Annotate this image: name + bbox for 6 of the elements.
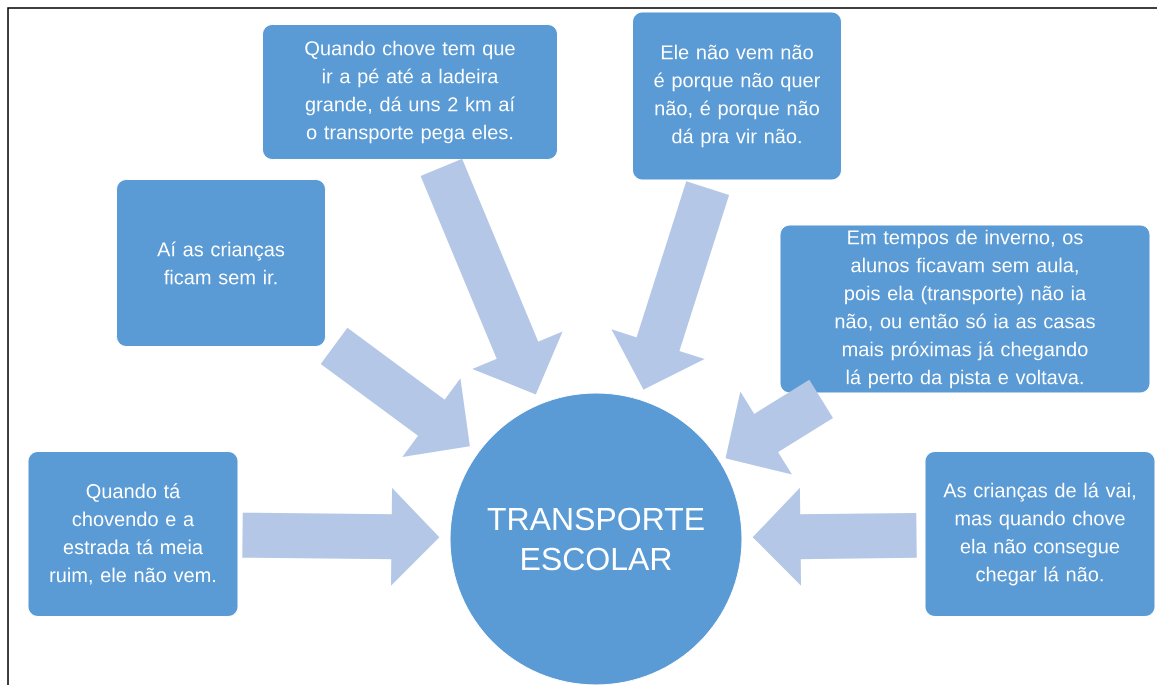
text-box: As crianças de lá vai, mas quando chove ela não consegue chegar lá não. — [924, 451, 1156, 617]
text-box: Aí as crianças ficam sem ir. — [116, 179, 326, 347]
text-box: Quando tá chovendo e a estrada tá meia ruim, ele não vem. — [27, 451, 239, 617]
text-box: Ele não vem não é porque não quer não, é porque não dá pra vir não. — [632, 11, 842, 181]
text-box: Quando chove tem que ir a pé até a ladeira grande, dá uns 2 km aí o transporte pega eles. — [262, 24, 558, 160]
text-box: Em tempos de inverno, os alunos ficavam sem aula, pois ela (transporte) não ia não, ou então só ia as casas mais próximas já chegando lá perto da pista e voltava. — [779, 224, 1151, 394]
